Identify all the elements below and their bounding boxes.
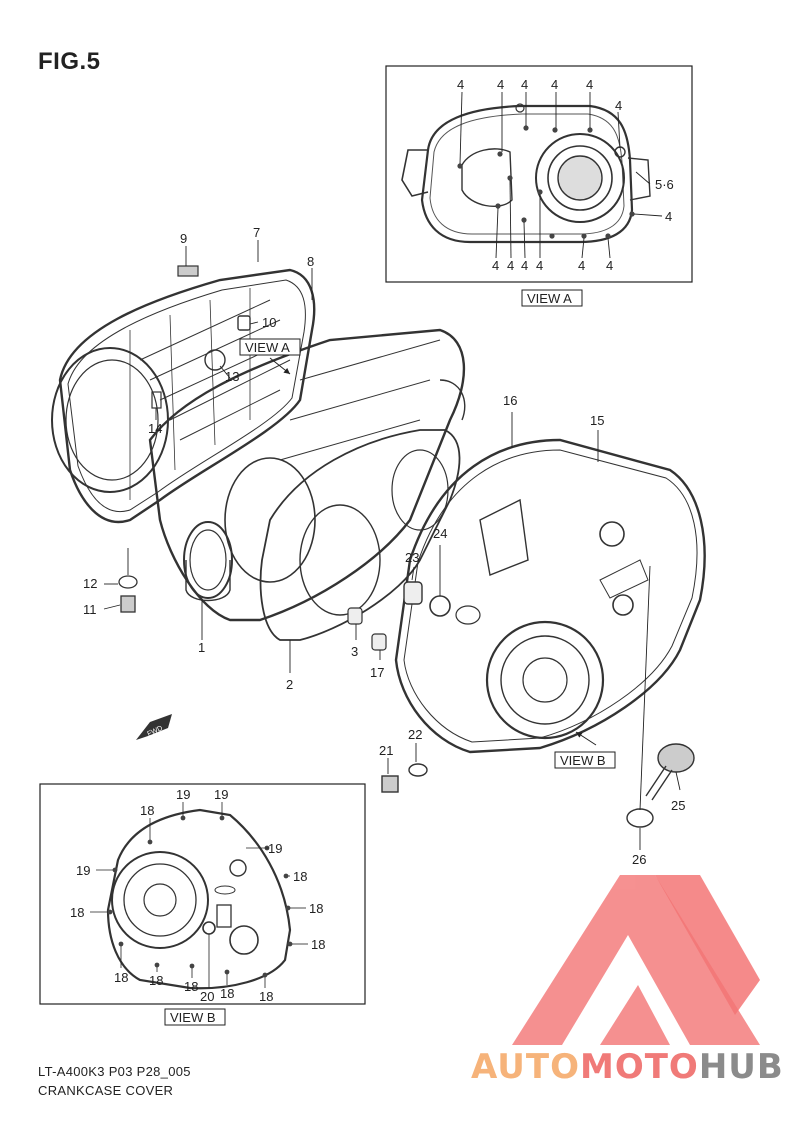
crankcase-part-1 <box>148 328 466 622</box>
drain-bolt-and-washer <box>381 763 428 793</box>
oil-dipstick-part-25 <box>626 743 695 828</box>
view-a-callout-4: 4 <box>606 258 613 273</box>
callout-12: 12 <box>83 576 97 591</box>
callout-13: 13 <box>225 369 239 384</box>
view-b-callout-18: 18 <box>311 937 325 952</box>
view-a-inset: 4 4 4 4 4 4 5·6 4 4 4 4 4 4 4 VIEW A <box>385 65 693 307</box>
watermark-logo <box>512 875 760 1045</box>
model-code: LT-A400K3 P03 P28_005 <box>38 1064 191 1079</box>
forward-direction-arrow: FWD <box>136 714 172 740</box>
callout-16: 16 <box>503 393 517 408</box>
callout-22: 22 <box>408 727 422 742</box>
view-b-callout-19: 19 <box>176 787 190 802</box>
view-b-callout-18: 18 <box>140 803 154 818</box>
callout-24: 24 <box>433 526 447 541</box>
callout-11: 11 <box>83 602 97 617</box>
view-b-callout-18: 18 <box>293 869 307 884</box>
view-a-callout-4: 4 <box>578 258 585 273</box>
callout-26: 26 <box>632 852 646 867</box>
callout-9: 9 <box>180 231 187 246</box>
callout-15: 15 <box>590 413 604 428</box>
view-a-callout-4: 4 <box>507 258 514 273</box>
view-b-callout-19: 19 <box>76 863 90 878</box>
view-b-callout-18: 18 <box>149 973 163 988</box>
leader-lines <box>103 240 681 850</box>
dowel-pins <box>347 607 387 651</box>
view-a-callout-4: 4 <box>497 77 504 92</box>
view-b-callout-18: 18 <box>184 979 198 994</box>
figure-title: FIG.5 <box>38 48 101 75</box>
view-a-callout-4: 4 <box>551 77 558 92</box>
callout-2: 2 <box>286 677 293 692</box>
view-b-callout-19: 19 <box>268 841 282 856</box>
plug-part-23 <box>403 581 423 605</box>
view-b-callout-18: 18 <box>259 989 273 1004</box>
callout-25: 25 <box>671 798 685 813</box>
view-a-callout-4: 4 <box>521 77 528 92</box>
view-a-callout-4: 4 <box>457 77 464 92</box>
clutch-cover-part-7 <box>51 265 316 524</box>
magneto-cover-part-15 <box>394 438 706 754</box>
bolt-and-washer-11-12 <box>118 575 138 613</box>
brand-part-auto: AUTO <box>471 1047 580 1087</box>
view-b-callout-19: 19 <box>214 787 228 802</box>
view-a-callout-4: 4 <box>536 258 543 273</box>
view-a-callout-4: 4 <box>615 98 622 113</box>
brand-part-hub: HUB <box>698 1047 784 1087</box>
callout-1: 1 <box>198 640 205 655</box>
view-b-callout-18: 18 <box>309 901 323 916</box>
view-b-inset: 19 19 18 19 18 19 18 18 18 18 18 18 20 1… <box>39 783 366 1026</box>
callout-10: 10 <box>262 315 276 330</box>
brand-part-moto: MOTO <box>579 1047 699 1087</box>
callout-7: 7 <box>253 225 260 240</box>
callout-21: 21 <box>379 743 393 758</box>
view-a-inset-caption: VIEW A <box>527 291 572 306</box>
callout-8: 8 <box>307 254 314 269</box>
view-b-callout-18: 18 <box>220 986 234 1001</box>
svg-text:VIEW B: VIEW B <box>560 753 606 768</box>
callout-17: 17 <box>370 665 384 680</box>
view-b-callout-18: 18 <box>70 905 84 920</box>
view-a-callout-4: 4 <box>665 209 672 224</box>
callout-14: 14 <box>148 421 162 436</box>
view-a-callout-4: 4 <box>521 258 528 273</box>
view-b-callout-18: 18 <box>114 970 128 985</box>
view-a-callout-4: 4 <box>586 77 593 92</box>
callout-23: 23 <box>405 550 419 565</box>
part-name: CRANKCASE COVER <box>38 1083 174 1098</box>
view-a-callout-4: 4 <box>492 258 499 273</box>
view-b-callout-20: 20 <box>200 989 214 1004</box>
callout-3: 3 <box>351 644 358 659</box>
view-b-pointer: VIEW B <box>554 731 616 769</box>
svg-text:VIEW A: VIEW A <box>245 340 290 355</box>
view-b-inset-caption: VIEW B <box>170 1010 216 1025</box>
watermark-brand-text: AUTOMOTOHUB <box>471 1047 784 1087</box>
view-a-callout-5-6: 5·6 <box>655 177 674 192</box>
view-a-pointer: VIEW A <box>239 338 301 375</box>
